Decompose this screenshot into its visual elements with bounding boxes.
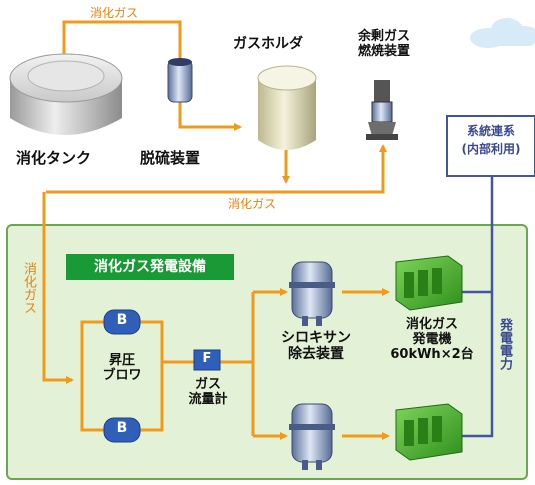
gas-holder-icon xyxy=(257,65,317,150)
siloxane-remover-top-icon xyxy=(289,261,335,326)
pipe-left-down xyxy=(42,192,74,384)
flowmeter-icon xyxy=(193,349,221,371)
generator-bottom-icon xyxy=(395,403,463,461)
label-gas-flowmeter: ガス 流量計 xyxy=(188,377,228,407)
generator-top-icon xyxy=(395,255,463,311)
label-booster-blower: 昇圧 ブロワ xyxy=(102,353,142,383)
label-surplus-gas-burner: 余剰ガス 燃焼装置 xyxy=(357,29,410,59)
pipe-tank-to-desulfurizer xyxy=(62,20,182,65)
label-generated-power: 発電電力 xyxy=(497,318,512,370)
pipe-blower-loop xyxy=(80,320,164,432)
label-digestion-gas-top: 消化ガス xyxy=(90,6,139,20)
label-digestion-gas-side: 消化ガス xyxy=(21,262,36,314)
label-generator: 消化ガス 発電機 60kWh×2台 xyxy=(390,317,474,362)
label-digester-tank: 消化タンク xyxy=(16,149,92,167)
label-siloxane-remover: シロキサン 除去装置 xyxy=(281,330,351,363)
pipe-desulfurizer-to-holder xyxy=(178,100,242,131)
blower-badge-bottom: B xyxy=(116,420,128,436)
flowmeter-badge: F xyxy=(202,351,212,366)
label-desulfurizer: 脱硫装置 xyxy=(140,149,201,167)
pipe-flowmeter-split xyxy=(220,292,255,436)
label-grid-connection: 系統連系 (内部利用) xyxy=(461,124,521,156)
grid-connection-box: 系統連系 (内部利用) xyxy=(446,115,535,177)
label-digestion-gas-mid: 消化ガス xyxy=(228,197,277,211)
blower-top-icon xyxy=(103,309,141,335)
desulfurizer-icon xyxy=(167,58,193,103)
label-gas-holder: ガスホルダ xyxy=(233,36,303,52)
section-title: 消化ガス発電設備 xyxy=(66,254,234,280)
blower-bottom-icon xyxy=(103,417,141,443)
burner-icon xyxy=(366,80,398,140)
cloud-icon xyxy=(470,18,535,48)
power-line xyxy=(462,176,494,438)
siloxane-remover-bottom-icon xyxy=(289,403,335,470)
blower-badge-top: B xyxy=(116,312,128,328)
pipe-distribution-right xyxy=(286,144,387,194)
digester-tank-icon xyxy=(9,53,123,135)
